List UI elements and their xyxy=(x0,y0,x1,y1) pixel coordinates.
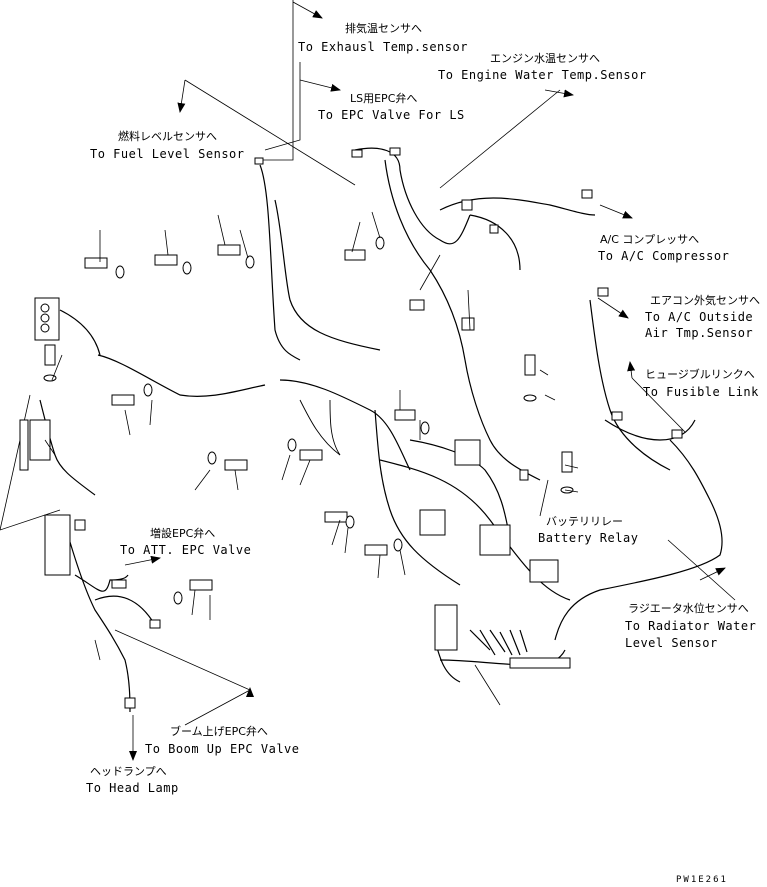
boom-up-label-en: To Boom Up EPC Valve xyxy=(145,742,300,756)
battery-relay-label-en: Battery Relay xyxy=(538,531,639,545)
ac-compressor-label-jp: A/C コンプレッサへ xyxy=(600,233,700,246)
drawing-code: PW1E261 xyxy=(676,875,728,885)
exhaust-label-jp: 排気温センサへ xyxy=(345,22,422,35)
ac-outside-label-en2: Air Tmp.Sensor xyxy=(645,326,754,340)
radiator-label-jp: ラジエータ水位センサへ xyxy=(628,602,749,615)
ac-outside-label-en1: To A/C Outside xyxy=(645,310,754,324)
fusible-link-label-jp: ヒュージブルリンクへ xyxy=(645,368,755,381)
head-lamp-label-jp: ヘッドランプへ xyxy=(90,765,167,778)
fuel-level-label-en: To Fuel Level Sensor xyxy=(90,147,245,161)
fuel-level-label-jp: 燃料レベルセンサへ xyxy=(118,130,217,143)
exhaust-label-en: To Exhausl Temp.sensor xyxy=(298,40,468,54)
engine-water-label-jp: エンジン水温センサへ xyxy=(490,52,600,65)
att-epc-label-en: To ATT. EPC Valve xyxy=(120,543,252,557)
head-lamp-label-en: To Head Lamp xyxy=(86,781,179,795)
bolts-washers xyxy=(43,236,574,605)
ac-outside-label-jp: エアコン外気センサへ xyxy=(650,294,760,307)
fusible-link-label-en: To Fusible Link xyxy=(643,385,759,399)
radiator-label-en2: Level Sensor xyxy=(625,636,718,650)
radiator-label-en1: To Radiator Water xyxy=(625,619,757,633)
leader-lines xyxy=(0,0,736,761)
battery-relay-label-jp: バッテリリレー xyxy=(546,515,623,528)
ac-compressor-label-en: To A/C Compressor xyxy=(598,249,730,263)
connectors xyxy=(19,147,683,709)
ls-epc-label-en: To EPC Valve For LS xyxy=(318,108,465,122)
att-epc-label-jp: 増設EPC弁へ xyxy=(150,527,216,540)
ls-epc-label-jp: LS用EPC弁へ xyxy=(350,92,418,105)
boom-up-label-jp: ブーム上げEPC弁へ xyxy=(170,725,268,738)
callout-ticks xyxy=(44,211,579,706)
engine-water-label-en: To Engine Water Temp.Sensor xyxy=(438,68,647,82)
harness-wires xyxy=(39,147,723,713)
